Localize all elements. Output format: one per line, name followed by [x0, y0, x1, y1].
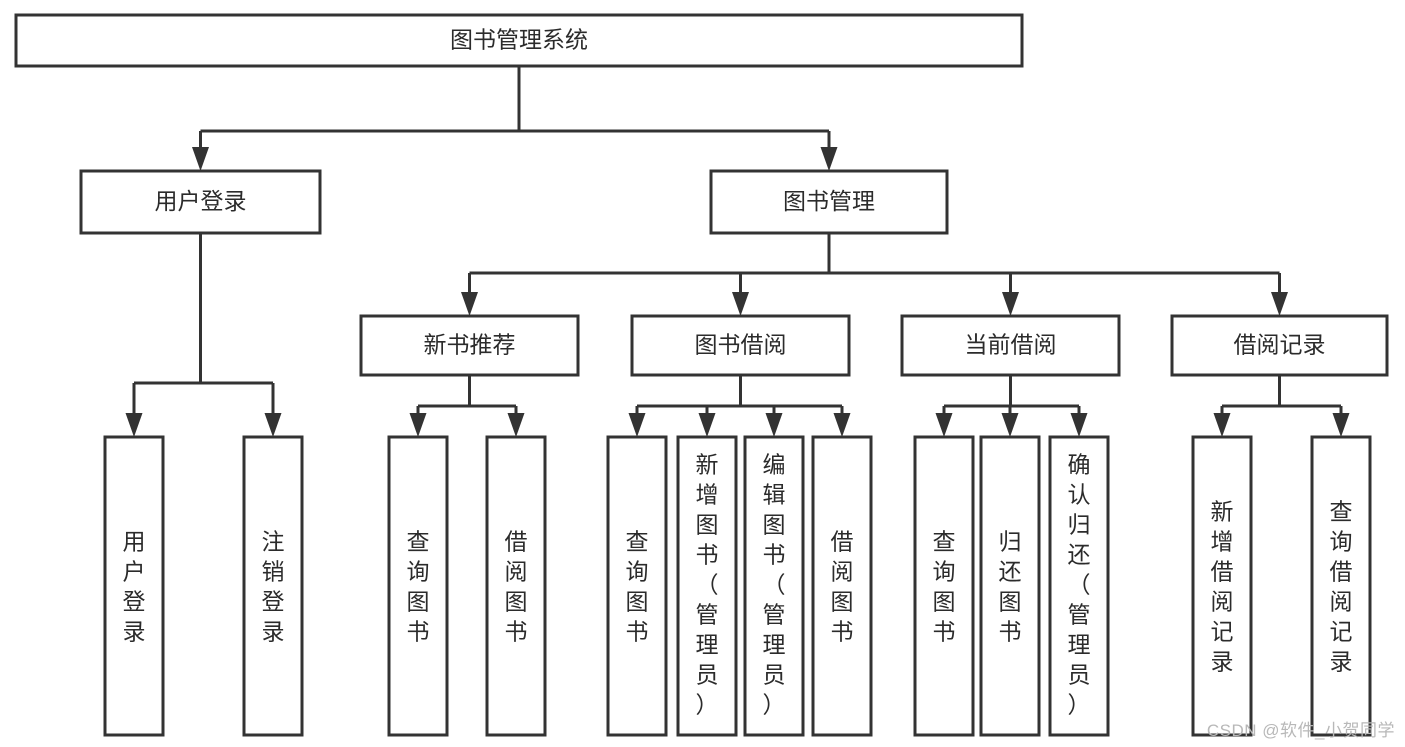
node-label: 查询图书 — [407, 528, 430, 644]
node-box — [676, 435, 738, 737]
node-leaf-leaf-query-book-3[interactable]: 查询图书 — [913, 435, 975, 737]
node-level2-user-login[interactable]: 用户登录 — [79, 169, 322, 235]
node-leaf-leaf-add-record[interactable]: 新增借阅记录 — [1191, 435, 1253, 737]
node-label: 编辑图书（管理员） — [763, 451, 786, 717]
node-box — [387, 435, 449, 737]
arrow-head-icon — [1001, 413, 1019, 437]
node-box — [630, 314, 851, 377]
node-label: 图书管理 — [783, 188, 875, 214]
arrow-head-icon — [1002, 292, 1019, 316]
node-leaf-leaf-edit-book[interactable]: 编辑图书（管理员） — [743, 435, 805, 737]
node-label: 确认归还（管理员） — [1068, 451, 1091, 717]
arrow-head-icon — [461, 292, 478, 316]
connector-layer — [125, 66, 1350, 437]
node-box — [103, 435, 165, 737]
node-label: 借阅图书 — [505, 528, 528, 644]
node-leaf-leaf-query-record[interactable]: 查询借阅记录 — [1310, 435, 1372, 737]
arrow-head-icon — [507, 413, 525, 437]
arrow-head-icon — [833, 413, 851, 437]
arrow-head-icon — [192, 147, 209, 171]
node-label: 图书管理系统 — [450, 27, 588, 53]
node-label: 新书推荐 — [424, 332, 516, 358]
node-level3-book-borrow[interactable]: 图书借阅 — [630, 314, 851, 377]
node-leaf-leaf-user-login[interactable]: 用户登录 — [103, 435, 165, 737]
node-box — [811, 435, 873, 737]
node-box — [913, 435, 975, 737]
node-leaf-leaf-add-book[interactable]: 新增图书（管理员） — [676, 435, 738, 737]
node-box — [900, 314, 1121, 377]
node-box — [606, 435, 668, 737]
arrow-head-icon — [1271, 292, 1288, 316]
arrow-head-icon — [1332, 413, 1350, 437]
node-box — [1048, 435, 1110, 737]
node-label: 归还图书 — [999, 528, 1022, 644]
node-box — [1191, 435, 1253, 737]
node-label: 当前借阅 — [965, 332, 1057, 358]
node-label: 用户登录 — [123, 528, 146, 644]
node-leaf-leaf-return-book[interactable]: 归还图书 — [979, 435, 1041, 737]
csdn-watermark: CSDN @软件_小贺同学 — [1206, 721, 1395, 740]
node-level3-borrow-record[interactable]: 借阅记录 — [1170, 314, 1389, 377]
node-label: 用户登录 — [155, 188, 247, 214]
arrow-head-icon — [409, 413, 427, 437]
node-box — [979, 435, 1041, 737]
node-label: 借阅图书 — [831, 528, 854, 644]
node-label: 查询图书 — [626, 528, 649, 644]
node-box — [485, 435, 547, 737]
node-label: 查询借阅记录 — [1330, 498, 1353, 674]
node-leaf-leaf-borrow-book-1[interactable]: 借阅图书 — [485, 435, 547, 737]
arrow-head-icon — [765, 413, 783, 437]
node-leaf-leaf-query-book-2[interactable]: 查询图书 — [606, 435, 668, 737]
node-label: 注销登录 — [262, 528, 285, 644]
node-leaf-leaf-logout[interactable]: 注销登录 — [242, 435, 304, 737]
arrow-head-icon — [820, 147, 838, 171]
node-box — [14, 13, 1024, 68]
node-layer: 图书管理系统用户登录图书管理新书推荐图书借阅当前借阅借阅记录用户登录注销登录查询… — [14, 13, 1389, 737]
arrow-head-icon — [935, 413, 953, 437]
node-label: 新增图书（管理员） — [696, 451, 719, 717]
node-box — [709, 169, 949, 235]
node-box — [242, 435, 304, 737]
arrow-head-icon — [264, 413, 282, 437]
arrow-head-icon — [628, 413, 646, 437]
arrow-head-icon — [1213, 413, 1231, 437]
node-label: 借阅记录 — [1234, 332, 1326, 358]
arrow-head-icon — [1070, 413, 1088, 437]
node-leaf-leaf-query-book-1[interactable]: 查询图书 — [387, 435, 449, 737]
node-level2-book-manage[interactable]: 图书管理 — [709, 169, 949, 235]
node-level3-new-book-recommend[interactable]: 新书推荐 — [359, 314, 580, 377]
node-label: 图书借阅 — [695, 332, 787, 358]
arrow-head-icon — [732, 292, 749, 316]
node-box — [79, 169, 322, 235]
arrow-head-icon — [698, 413, 716, 437]
node-box — [743, 435, 805, 737]
node-leaf-leaf-confirm-return[interactable]: 确认归还（管理员） — [1048, 435, 1110, 737]
node-label: 新增借阅记录 — [1211, 498, 1234, 674]
node-leaf-leaf-borrow-book-2[interactable]: 借阅图书 — [811, 435, 873, 737]
node-root-root[interactable]: 图书管理系统 — [14, 13, 1024, 68]
arrow-head-icon — [125, 413, 143, 437]
node-box — [1170, 314, 1389, 377]
node-level3-current-borrow[interactable]: 当前借阅 — [900, 314, 1121, 377]
node-box — [359, 314, 580, 377]
node-box — [1310, 435, 1372, 737]
node-label: 查询图书 — [933, 528, 956, 644]
